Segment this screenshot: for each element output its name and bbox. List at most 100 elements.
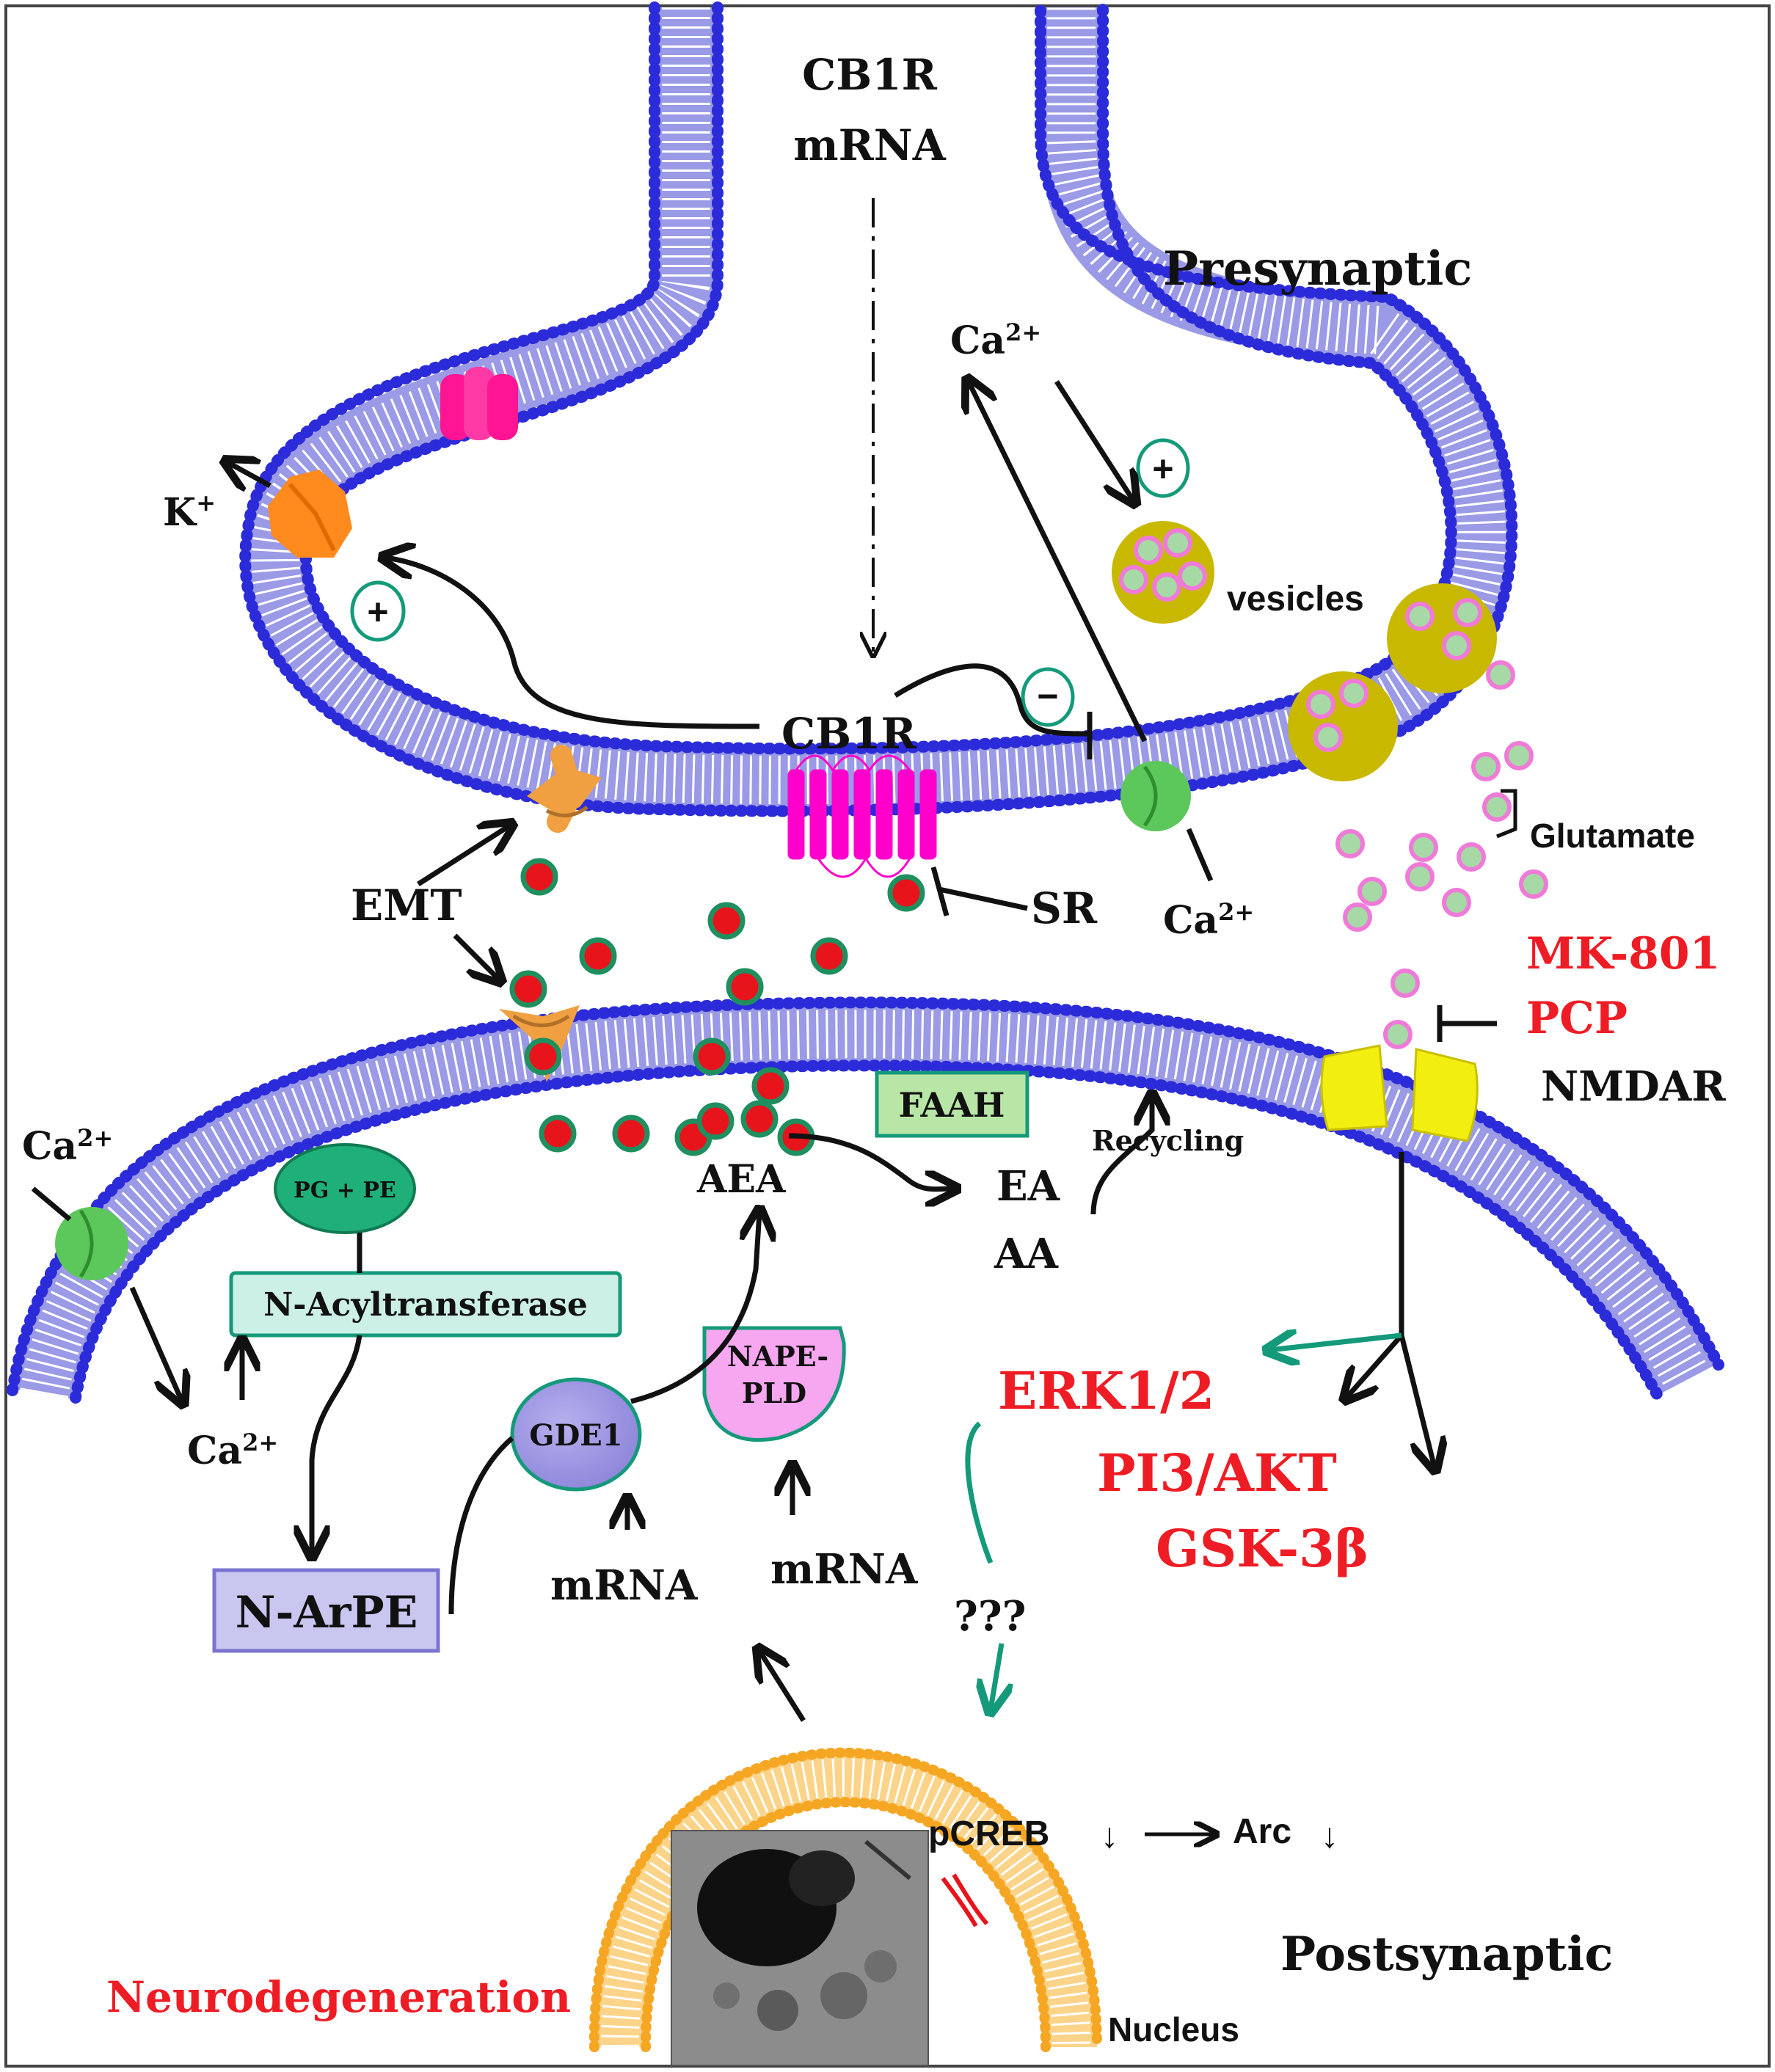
glutamate-dot [1306, 690, 1335, 719]
glutamate-dot [1519, 869, 1548, 899]
aa-label: AA [994, 1230, 1059, 1278]
ca-channel-presynaptic [1120, 761, 1191, 831]
cb1r-receptor [787, 754, 937, 878]
pg-pe-label: PG + PE [294, 1178, 396, 1203]
n-arpe-label: N-ArPE [236, 1587, 418, 1638]
ca-label-postsyn-left: Ca2+ [22, 1124, 113, 1169]
postsynaptic-label: Postsynaptic [1280, 1927, 1614, 1982]
nucleus-membrane [588, 1747, 1102, 2052]
sr-label: SR [1031, 883, 1098, 933]
nmdar-label: NMDAR [1541, 1062, 1726, 1111]
anandamide-dot [520, 858, 558, 896]
emt-transporter-presynaptic [527, 745, 602, 833]
nape-pld-label-line2: PLD [742, 1376, 806, 1409]
glutamate-dot [1442, 888, 1471, 917]
glutamate-dot [1383, 1020, 1413, 1049]
plus-sign: + [367, 591, 388, 632]
pink-channel [440, 367, 518, 440]
anandamide-dot [887, 874, 925, 912]
glutamate-dot [1152, 572, 1181, 602]
glutamate-dot [1482, 792, 1512, 822]
faah-label: FAAH [899, 1085, 1005, 1125]
dna-helix [941, 1873, 989, 1927]
glutamate-dot [1357, 877, 1387, 906]
presynaptic-membrane [239, 1, 1518, 817]
anandamide-dot [810, 937, 848, 975]
anandamide-dot [693, 1037, 731, 1076]
recycling-label: Recycling [1092, 1124, 1244, 1157]
ca-label-postsyn-bottom: Ca2+ [187, 1429, 278, 1473]
k-ion-label: K+ [163, 489, 216, 535]
nucleus-label: Nucleus [1108, 2010, 1239, 2049]
glutamate-dot [1343, 902, 1372, 932]
glutamate-dots [1119, 528, 1548, 1049]
minus-circle: − [1021, 667, 1075, 727]
glutamate-dot [1405, 602, 1435, 631]
unknown-label: ??? [954, 1592, 1026, 1641]
postsynaptic-membrane [7, 996, 1724, 1404]
arc-label: Arc [1233, 1812, 1291, 1851]
arrows [31, 198, 1497, 1834]
gde1-label: GDE1 [529, 1418, 622, 1453]
mrna-label-gde1: mRNA [550, 1561, 699, 1610]
ea-label: EA [996, 1162, 1061, 1211]
glutamate-dot [1119, 565, 1148, 594]
glutamate-dot [1335, 829, 1365, 858]
anandamide-dot [539, 1115, 577, 1153]
k-channel [268, 470, 352, 558]
presynaptic-label: Presynaptic [1163, 241, 1472, 296]
anandamide-dot [509, 970, 547, 1008]
glutamate-dot [1405, 862, 1435, 891]
faah-box: FAAH [875, 1070, 1029, 1138]
glutamate-bracket [1496, 789, 1517, 839]
emt-label: EMT [351, 880, 462, 930]
pi3akt-label: PI3/AKT [1097, 1442, 1337, 1503]
nape-pld-label-line1: NAPE- [727, 1340, 828, 1373]
glutamate-dot [1409, 833, 1438, 862]
glutamate-dot [1486, 660, 1515, 690]
erk-label: ERK1/2 [998, 1360, 1214, 1421]
glutamate-dot [1504, 741, 1534, 770]
glutamate-label: Glutamate [1530, 817, 1695, 855]
ca-label-top: Ca2+ [950, 318, 1041, 363]
nmdar-channel [1320, 1044, 1479, 1142]
n-arpe-box: N-ArPE [212, 1568, 440, 1653]
glutamate-dot [1391, 968, 1420, 998]
plus-circle-k: + [350, 580, 406, 642]
arc-down-arrow: ↓ [1321, 1817, 1338, 1856]
anandamide-dot [612, 1115, 650, 1153]
teal-arrows [965, 1335, 1402, 1710]
nape-pld-node: NAPE- PLD [702, 1326, 846, 1442]
mrna-label-nape: mRNA [770, 1545, 919, 1594]
aea-label: AEA [696, 1157, 786, 1202]
plus-circle-ca: + [1136, 438, 1190, 498]
electron-micrograph [671, 1830, 929, 2066]
glutamate-dot [1163, 528, 1192, 558]
glutamate-dot [1313, 723, 1343, 752]
glutamate-dot [1442, 631, 1471, 660]
pg-pe-node: PG + PE [274, 1143, 416, 1234]
ca-label-presyn-bottom: Ca2+ [1163, 898, 1254, 943]
cb1r-label: CB1R [781, 709, 917, 759]
cb1r-mrna-label-line2: mRNA [793, 120, 947, 170]
anandamide-dot [726, 968, 764, 1006]
gde1-node: GDE1 [510, 1377, 642, 1492]
ca-channel-postsynaptic [55, 1207, 128, 1280]
anandamide-dot [740, 1100, 779, 1138]
glutamate-dot [1178, 561, 1207, 591]
cb1r-mrna-label-line1: CB1R [802, 50, 938, 100]
anandamide-dots [509, 858, 925, 1156]
glutamate-dot [1453, 598, 1482, 627]
n-acyltransferase-box: N-Acyltransferase [229, 1271, 622, 1338]
mk801-label: MK-801 [1526, 928, 1720, 980]
anandamide-dot [696, 1102, 735, 1140]
neurodegeneration-label: Neurodegeneration [106, 1972, 571, 2022]
glutamate-dot [1471, 752, 1501, 781]
pcreb-label: pCREB [928, 1814, 1049, 1853]
vesicles-label: vesicles [1227, 580, 1364, 619]
n-acyltransferase-label: N-Acyltransferase [263, 1286, 588, 1324]
gsk-label: GSK-3β [1156, 1518, 1368, 1579]
glutamate-dot [1339, 679, 1368, 708]
pcreb-down-arrow: ↓ [1101, 1817, 1118, 1856]
